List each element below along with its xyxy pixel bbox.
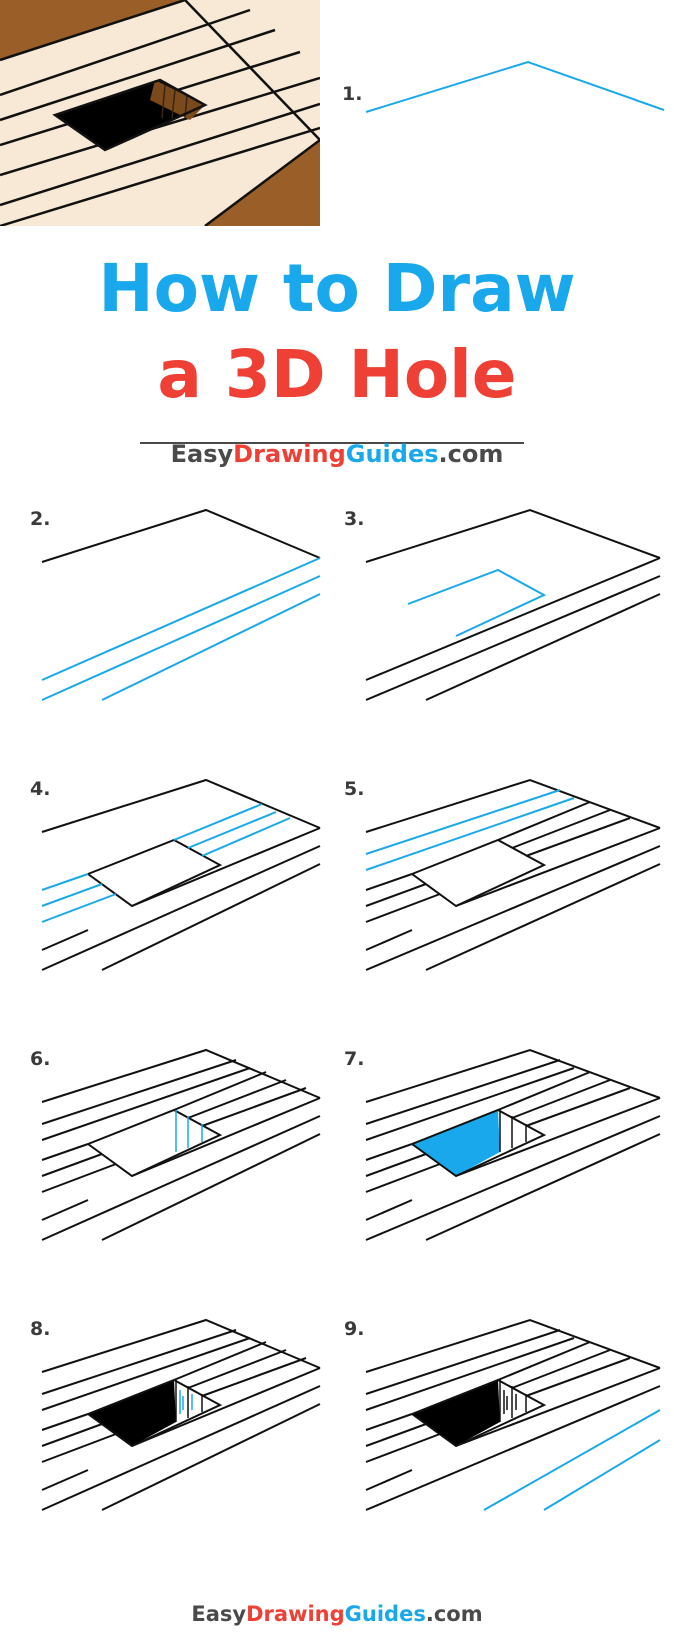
finished-drawing bbox=[0, 0, 320, 226]
brand-logo-top: EasyDrawingGuides.com bbox=[170, 440, 504, 468]
step-6-drawing bbox=[36, 1040, 326, 1250]
brand-logo-bottom: EasyDrawingGuides.com bbox=[191, 1602, 483, 1626]
step-number: 8. bbox=[30, 1318, 51, 1340]
page-title-line-2: a 3D Hole bbox=[157, 336, 517, 413]
step-number: 6. bbox=[30, 1048, 51, 1070]
step-number: 7. bbox=[344, 1048, 365, 1070]
step-number: 9. bbox=[344, 1318, 365, 1340]
step-5-drawing bbox=[360, 770, 674, 980]
step-number: 1. bbox=[342, 83, 363, 105]
step-7-drawing bbox=[360, 1040, 674, 1250]
step-3-drawing bbox=[360, 500, 674, 710]
step-8-drawing bbox=[36, 1310, 326, 1520]
step-number: 3. bbox=[344, 508, 365, 530]
step-2-drawing bbox=[36, 500, 326, 710]
step-9-drawing bbox=[360, 1310, 674, 1520]
step-1-drawing bbox=[360, 50, 674, 130]
step-4-drawing bbox=[36, 770, 326, 980]
step-number: 5. bbox=[344, 778, 365, 800]
step-number: 2. bbox=[30, 508, 51, 530]
step-number: 4. bbox=[30, 778, 51, 800]
page-title-line-1: How to Draw bbox=[98, 250, 576, 327]
title-divider bbox=[140, 442, 524, 444]
